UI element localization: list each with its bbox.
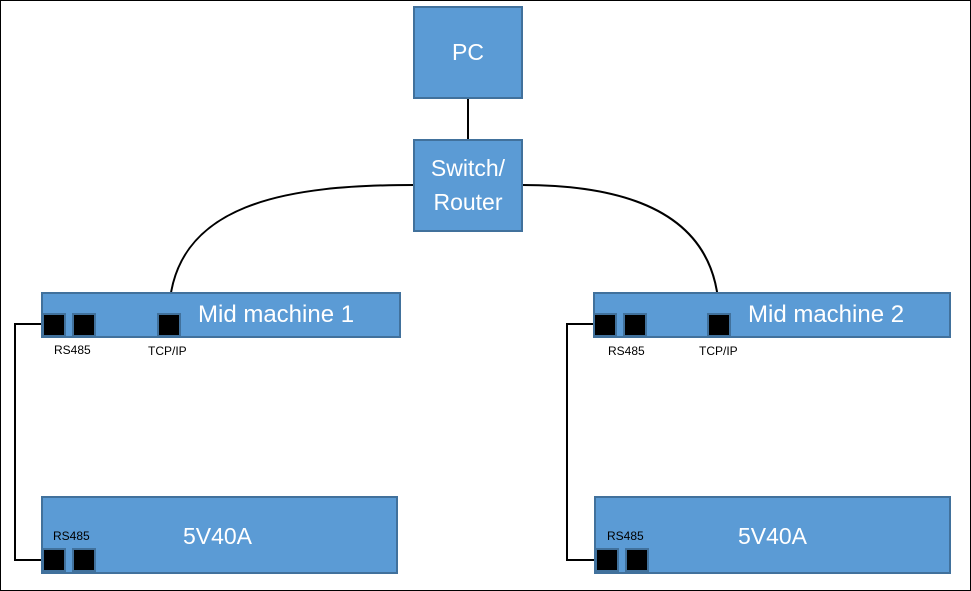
mid1-rs485-port-b	[72, 313, 96, 337]
psu2-rs485-port-b	[625, 548, 649, 572]
psu1-rs485-label: RS485	[53, 529, 90, 543]
mid-machine-2-node: Mid machine 2	[593, 292, 951, 338]
mid-machine-2-label: Mid machine 2	[748, 300, 905, 328]
switch-router-label-line2: Router	[433, 188, 503, 215]
psu-1-node: 5V40A	[41, 496, 398, 574]
mid2-tcpip-port	[707, 313, 731, 337]
mid-machine-1-label: Mid machine 1	[198, 300, 355, 328]
mid2-rs485-label: RS485	[608, 344, 645, 358]
mid1-rs485-port-a	[42, 313, 66, 337]
mid1-psu1-rs485-wire	[14, 323, 44, 561]
mid-machine-1-node: Mid machine 1	[41, 292, 401, 338]
mid2-rs485-port-a	[593, 313, 617, 337]
mid2-tcpip-label: TCP/IP	[699, 344, 738, 358]
switch-router-label-line1: Switch/	[430, 155, 506, 182]
psu-2-label: 5V40A	[737, 523, 808, 550]
mid2-rs485-port-b	[623, 313, 647, 337]
psu1-rs485-port-b	[72, 548, 96, 572]
switch-mid2-wire	[521, 184, 720, 318]
mid1-tcpip-label: TCP/IP	[148, 344, 187, 358]
pc-node: PC	[413, 6, 523, 99]
psu2-rs485-label: RS485	[607, 529, 644, 543]
psu-1-label: 5V40A	[182, 523, 253, 550]
psu-2-node: 5V40A	[594, 496, 951, 574]
switch-mid1-wire	[168, 184, 415, 318]
mid1-tcpip-port	[157, 313, 181, 337]
pc-label: PC	[452, 38, 484, 65]
mid2-psu2-rs485-wire	[566, 323, 597, 561]
switch-router-label: Switch/ Router	[431, 152, 505, 219]
psu2-rs485-port-a	[595, 548, 619, 572]
psu1-rs485-port-a	[42, 548, 66, 572]
mid1-rs485-label: RS485	[54, 343, 91, 357]
switch-router-node: Switch/ Router	[413, 139, 523, 232]
